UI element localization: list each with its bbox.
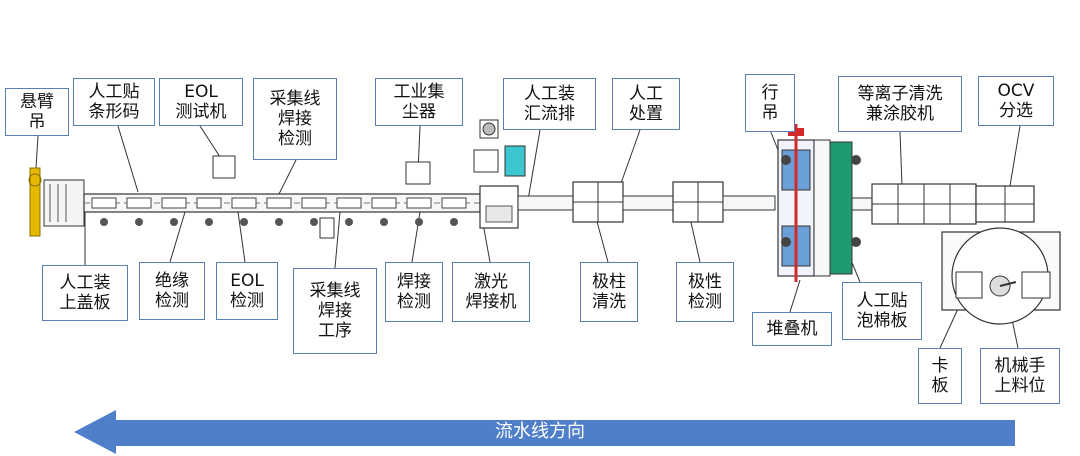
label-manual-barcode: 人工贴条形码 [73, 78, 155, 126]
conveyor-pallet [266, 197, 292, 209]
conveyor-segment-4 [722, 195, 776, 211]
label-laser-welder: 激光焊接机 [452, 262, 530, 322]
label-clamp-plate: 卡板 [918, 348, 962, 404]
foam-board-green-panel [829, 141, 853, 275]
label-manual-cover: 人工装上盖板 [42, 265, 128, 321]
label-stacking-machine: 堆叠机 [752, 312, 832, 346]
label-cantilever-hoist: 悬臂吊 [5, 88, 69, 136]
label-pole-clean: 极柱清洗 [580, 262, 638, 322]
conveyor-pallet [161, 197, 187, 209]
welder-control-box [473, 149, 499, 173]
conveyor-roller [170, 218, 178, 226]
label-insulation-test: 绝缘检测 [139, 262, 205, 320]
conveyor-pallet [441, 197, 467, 209]
conveyor-pallet [336, 197, 362, 209]
hoist-pivot [28, 173, 42, 187]
label-manual-busbar: 人工装汇流排 [503, 78, 596, 130]
label-harness-weld-check: 采集线焊接检测 [253, 78, 337, 160]
label-travel-hoist: 行吊 [745, 74, 795, 132]
conveyor-roller [100, 218, 108, 226]
cyan-panel [504, 145, 526, 177]
conveyor-pallet [371, 197, 397, 209]
conveyor-pallet [301, 197, 327, 209]
label-manual-handling: 人工处置 [612, 78, 680, 130]
clamp-plate-area [955, 271, 983, 299]
robot-loading-area [1021, 271, 1051, 299]
conveyor-pallet [91, 197, 117, 209]
label-polarity-test: 极性检测 [676, 262, 734, 322]
conveyor-pallet [231, 197, 257, 209]
stacking-machine [777, 124, 831, 282]
conveyor-segment-3 [622, 195, 674, 211]
conveyor-pallets [91, 197, 467, 226]
label-robot-loading: 机械手上料位 [980, 348, 1060, 404]
label-harness-weld-process: 采集线焊接工序 [293, 268, 377, 354]
conveyor-pallet [126, 197, 152, 209]
dust-collector-machine [405, 161, 431, 185]
conveyor-roller [345, 218, 353, 226]
flow-direction-arrow [74, 410, 1015, 454]
conveyor-roller [380, 218, 388, 226]
conveyor-pallet [196, 197, 222, 209]
conveyor-segment-2 [517, 195, 574, 211]
conveyor-segment-5 [851, 197, 873, 211]
label-manual-foam: 人工贴泡棉板 [842, 282, 922, 340]
label-dust-collector: 工业集尘器 [375, 78, 463, 126]
conveyor-roller [135, 218, 143, 226]
conveyor-roller [310, 218, 318, 226]
label-plasma-clean-glue: 等离子清洗兼涂胶机 [838, 76, 962, 132]
cantilever-hoist-column [29, 167, 41, 237]
conveyor-roller [450, 218, 458, 226]
conveyor-roller [415, 218, 423, 226]
conveyor-roller [275, 218, 283, 226]
label-weld-check: 焊接检测 [385, 262, 443, 322]
weld-process-unit [319, 217, 335, 239]
conveyor-roller [240, 218, 248, 226]
conveyor-pallet [406, 197, 432, 209]
conveyor-roller [205, 218, 213, 226]
eol-tester-machine [212, 155, 236, 179]
entry-station [43, 179, 85, 227]
flow-direction-label: 流水线方向 [495, 421, 585, 442]
